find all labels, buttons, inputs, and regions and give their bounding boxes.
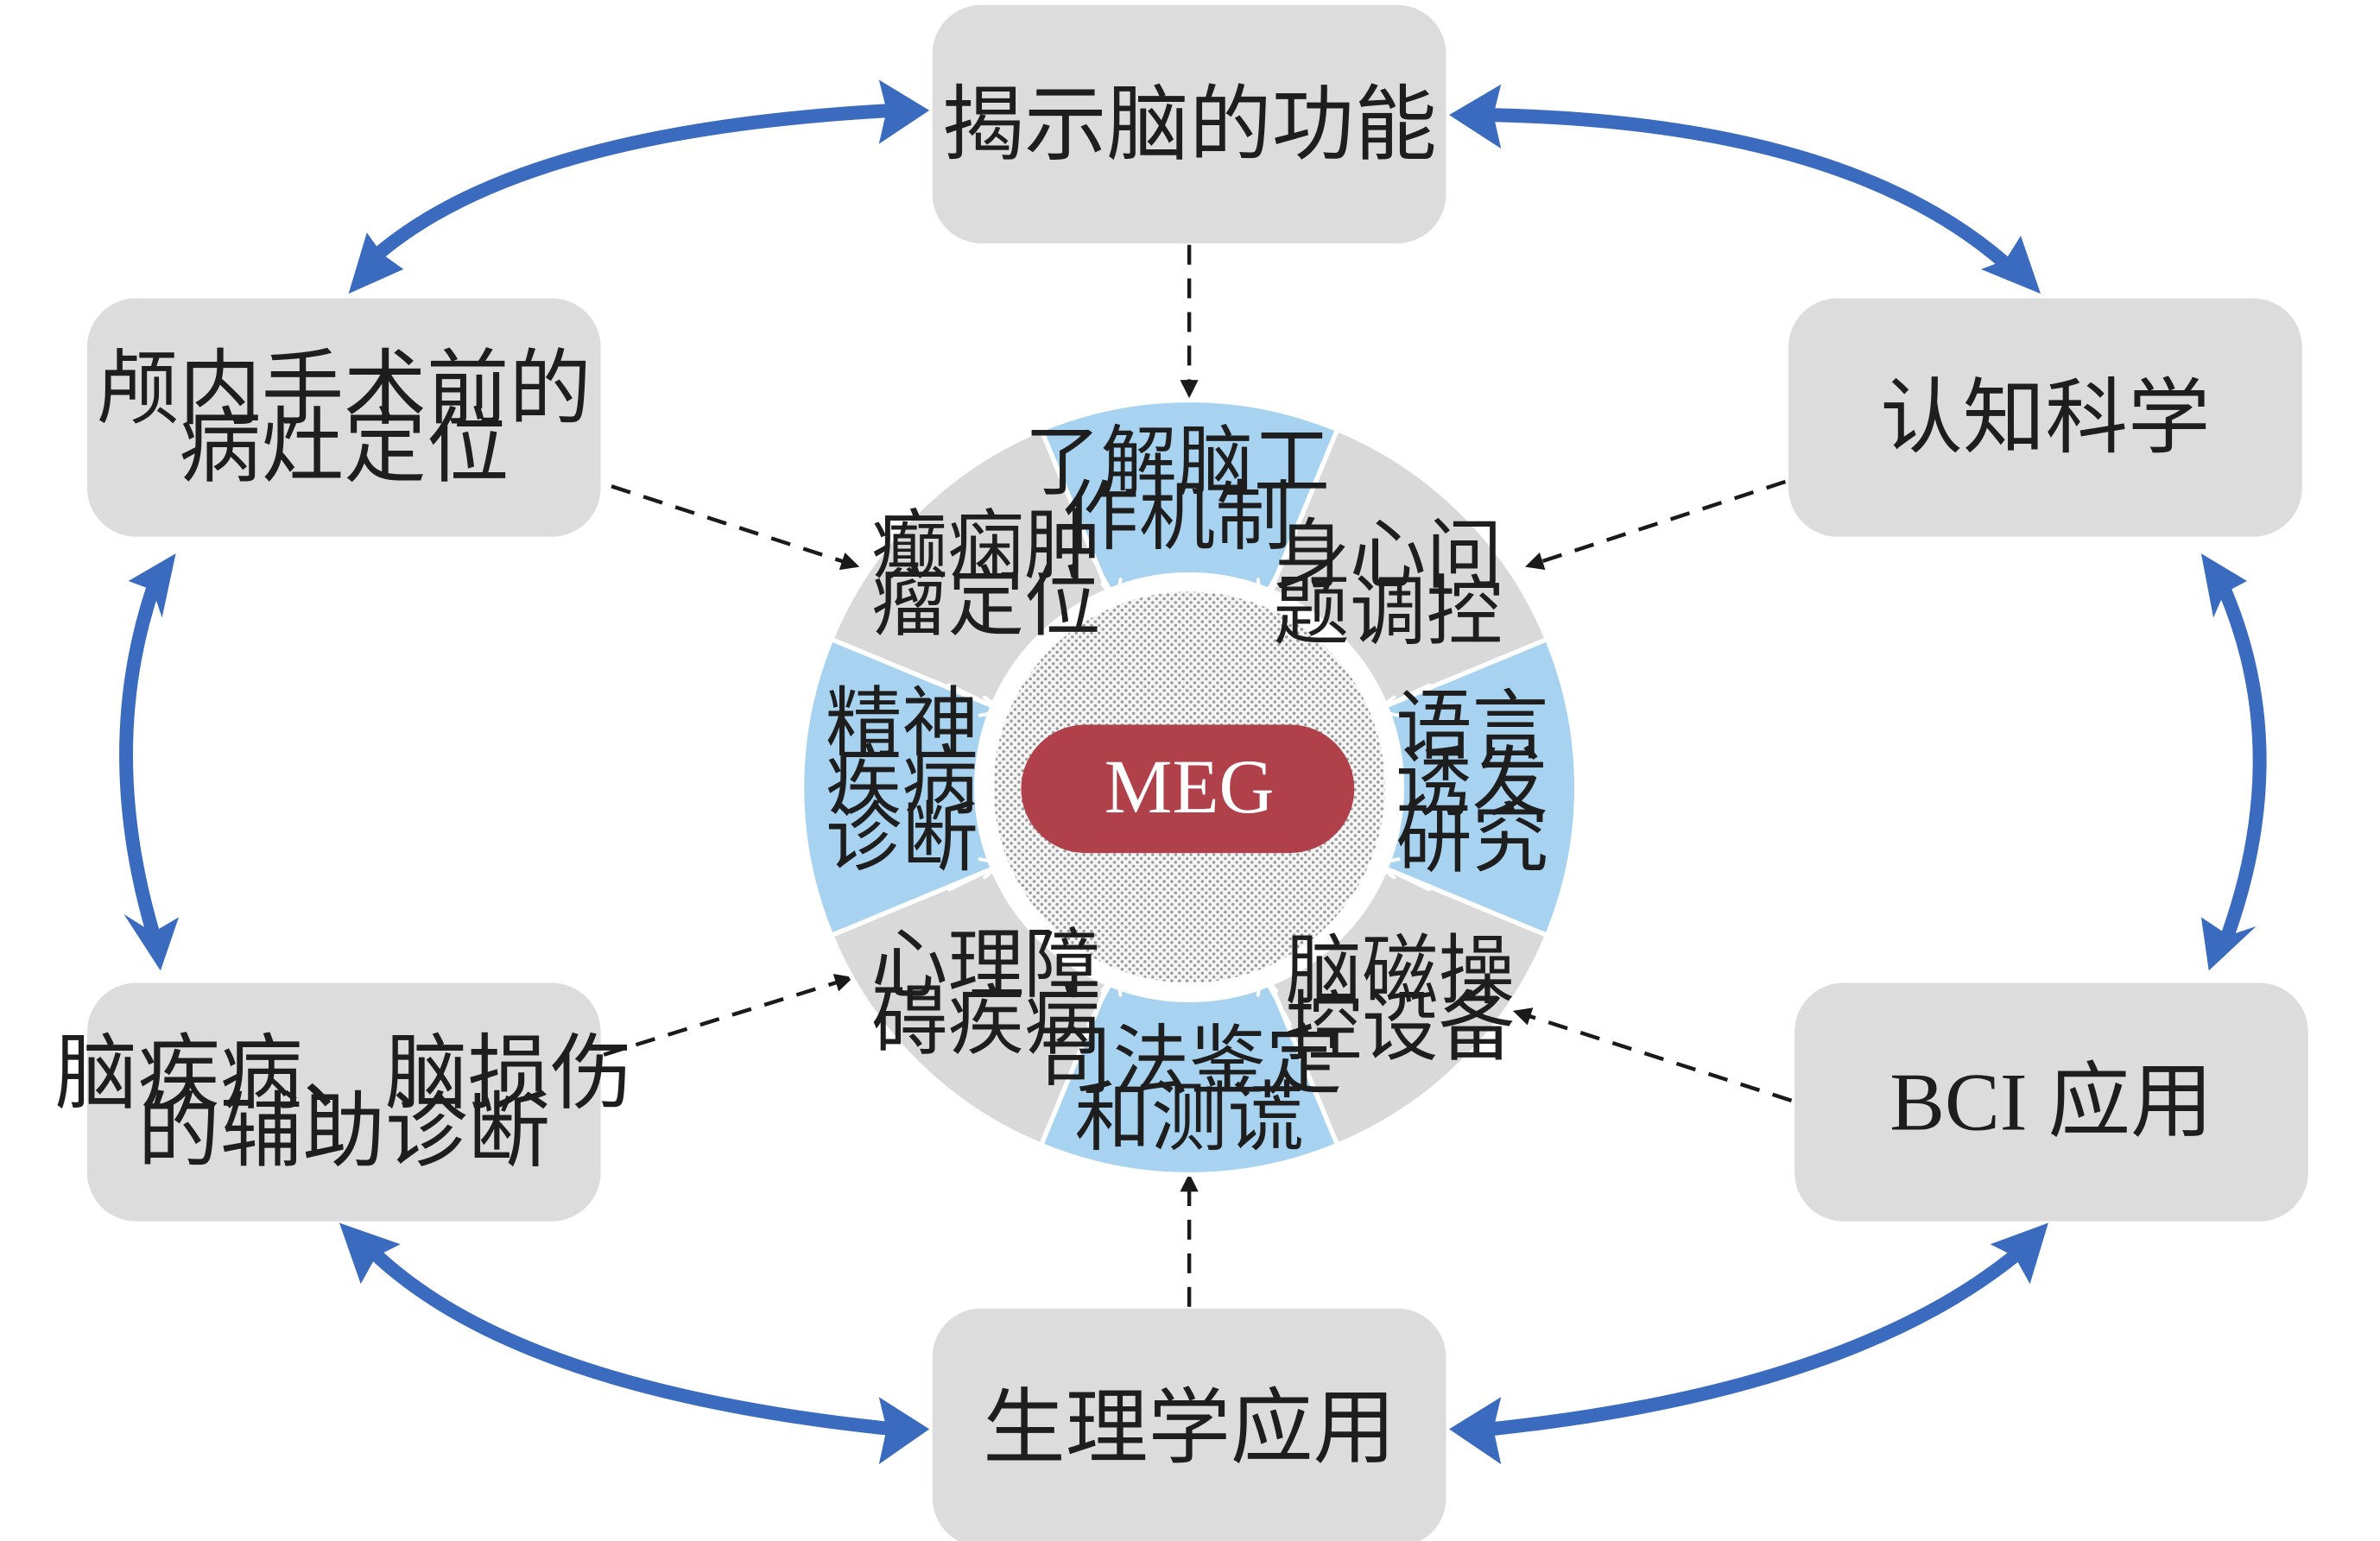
arrowhead [339, 1222, 401, 1285]
box-top-left-label-line2: 病灶定位 [179, 398, 509, 495]
ring-segment-top-right [1267, 426, 1550, 710]
ring [799, 397, 1579, 1178]
arrowhead [348, 232, 404, 294]
arrowhead [1990, 1222, 2048, 1285]
inner-white-arrows [947, 548, 1431, 1026]
arrowhead [123, 913, 180, 971]
box-top-label: 揭示脑的功能 [941, 76, 1436, 173]
dashed-arrow-bottom-left [603, 974, 854, 1057]
box-top-left [86, 298, 601, 537]
arrowhead [2200, 553, 2248, 618]
seg-right-line3: 研究 [1396, 795, 1548, 884]
box-top-right [1788, 298, 2302, 537]
ring-segment-top-left [828, 426, 1111, 710]
inner-arrow [1086, 548, 1123, 604]
box-bottom-right [1794, 982, 2308, 1222]
seg-top-left-line2: 瘤定位 [871, 558, 1101, 647]
arrowhead [878, 1397, 930, 1465]
inner-arrow [1374, 857, 1431, 892]
arrowhead [878, 79, 930, 144]
seg-right-line1: 语言 [1396, 682, 1548, 771]
box-top [932, 4, 1446, 243]
dashed-arrow-top-left [611, 484, 860, 571]
box-bottom-left-label-line1: 脑疾病、脑损伤 [55, 1025, 633, 1121]
inner-arrow [1086, 970, 1123, 1026]
seg-top-right-line2: 题调控 [1273, 567, 1503, 656]
double-arrows [119, 103, 2267, 1437]
meg-pill [1021, 724, 1355, 854]
seg-bottom-line1: 司法鉴定 [1036, 1016, 1342, 1105]
arc-top-right [1483, 108, 2017, 275]
box-bottom-left [86, 982, 601, 1222]
seg-top-line1: 了解脑工 [1024, 417, 1330, 506]
arrowhead [1981, 235, 2041, 294]
box-bottom-left-label-line2: 的辅助诊断 [137, 1083, 550, 1179]
meg-label: MEG [1105, 745, 1275, 830]
arc-right [2217, 581, 2267, 940]
inner-arrow [1256, 970, 1292, 1026]
seg-top-right-line1: 身心问 [1273, 510, 1503, 599]
double-arrow-heads [123, 79, 2257, 1465]
ring-segment-bottom [1038, 981, 1341, 1178]
dashed-arrows [603, 244, 1793, 1307]
arrowhead [1449, 1397, 1502, 1465]
ring-segment-left [799, 635, 996, 938]
seg-bottom-right-line2: 控设备 [1286, 982, 1516, 1071]
arrowhead [1449, 84, 1502, 149]
arc-bottom [367, 1246, 902, 1437]
arc-bottom-right [1483, 1246, 2025, 1437]
seg-right-line2: 诱发 [1396, 738, 1548, 827]
outer-boxes [86, 4, 2308, 1541]
ring-segment-right [1383, 635, 1579, 938]
seg-left-line1: 精神 [826, 679, 978, 767]
seg-left-line3: 诊断 [826, 793, 978, 882]
ring-segment-bottom-left [828, 865, 1111, 1148]
ring-segment-labels: 了解脑工 作机制 身心问 题调控 语言 诱发 研究 脑磁操 控设备 司法鉴定 和… [826, 417, 1548, 1161]
seg-bottom-right-line1: 脑磁操 [1286, 926, 1516, 1015]
arc-left [119, 581, 160, 940]
outer-box-labels: 揭示脑的功能 认知科学 BCI 应用 生理学应用 脑疾病、脑损伤 的辅助诊断 颅… [55, 76, 2213, 1476]
arc-top-left [367, 103, 902, 264]
inner-arrow [947, 683, 1005, 717]
seg-top-line2: 作机制 [1062, 472, 1292, 561]
box-bottom-right-label: BCI 应用 [1889, 1057, 2212, 1148]
inner-arrow [947, 857, 1005, 892]
seg-left-line2: 疾病 [826, 736, 978, 825]
ring-segment-bottom-right [1267, 865, 1550, 1148]
seg-bottom-left-line1: 心理障 [871, 920, 1101, 1009]
inner-arrow [1256, 548, 1292, 604]
box-top-right-label: 认知科学 [1880, 369, 2210, 466]
arrowhead [2200, 917, 2257, 971]
dashed-arrow-top-right [1525, 479, 1787, 571]
box-top-left-label-line1: 颅内手术前的 [97, 340, 592, 437]
seg-bottom-left-line2: 碍疾病 [871, 976, 1101, 1065]
box-bottom-label: 生理学应用 [983, 1380, 1396, 1476]
inner-arrow [1374, 683, 1431, 717]
dashed-arrow-bottom-right [1512, 1007, 1793, 1102]
ring-segment-top [1038, 397, 1341, 594]
seg-bottom-line2: 和测谎 [1074, 1073, 1304, 1162]
seg-top-left-line1: 癫痫肿 [871, 502, 1101, 591]
arrowhead [128, 553, 176, 618]
box-bottom [932, 1308, 1446, 1541]
